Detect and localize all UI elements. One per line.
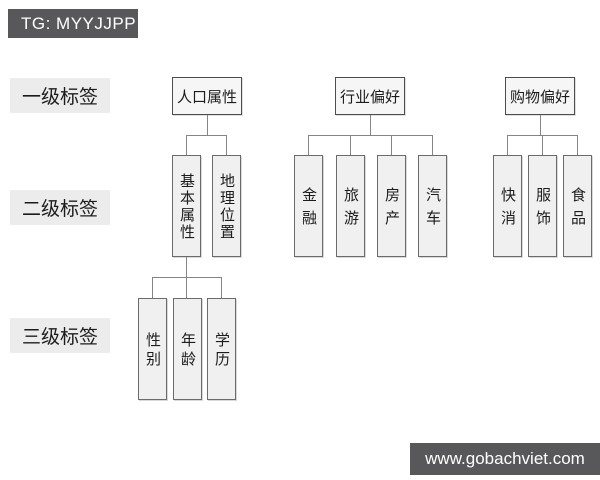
connector-line <box>542 135 543 155</box>
connector-line <box>186 257 187 278</box>
connector-line <box>221 277 222 298</box>
node-travel: 旅游 <box>336 155 365 257</box>
connector-line <box>186 135 187 155</box>
row-label-level-2: 二级标签 <box>10 190 110 225</box>
connector-line <box>152 277 222 278</box>
connector-line <box>540 115 541 136</box>
connector-line <box>370 115 371 136</box>
connector-line <box>226 135 227 155</box>
connector-line <box>308 135 433 136</box>
node-geo-location: 地理位置 <box>212 155 241 257</box>
node-finance: 金融 <box>294 155 323 257</box>
node-shopping-preference: 购物偏好 <box>505 77 575 115</box>
connector-line <box>308 135 309 155</box>
node-real-estate: 房产 <box>377 155 406 257</box>
node-age: 年龄 <box>173 298 202 400</box>
connector-line <box>186 277 187 298</box>
connector-line <box>432 135 433 155</box>
row-label-level-3: 三级标签 <box>10 318 110 353</box>
node-auto: 汽车 <box>418 155 447 257</box>
connector-line <box>207 115 208 136</box>
connector-line <box>577 135 578 155</box>
row-label-level-1: 一级标签 <box>10 78 110 113</box>
watermark-tag-badge: TG: MYYJJPP <box>8 9 138 38</box>
connector-line <box>391 135 392 155</box>
connector-line <box>507 135 508 155</box>
connector-line <box>350 135 351 155</box>
connector-line <box>186 135 227 136</box>
node-education: 学历 <box>207 298 236 400</box>
node-basic-attributes: 基本属性 <box>172 155 201 257</box>
node-food: 食品 <box>563 155 592 257</box>
node-demographics: 人口属性 <box>172 77 242 115</box>
node-apparel: 服饰 <box>528 155 557 257</box>
node-gender: 性别 <box>138 298 167 400</box>
watermark-website-badge: www.gobachviet.com <box>410 443 600 475</box>
connector-line <box>152 277 153 298</box>
node-fmcg: 快消 <box>493 155 522 257</box>
node-industry-preference: 行业偏好 <box>335 77 405 115</box>
